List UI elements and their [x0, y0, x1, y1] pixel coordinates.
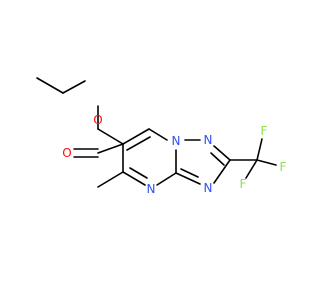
bond-c5-n4-inner: [129, 167, 148, 179]
atom-fluorine-2: F: [280, 160, 287, 174]
atom-n-pyrimidine: N: [147, 182, 156, 196]
atom-fluorine-1: F: [261, 124, 268, 138]
bond-c2-n3: [213, 159, 231, 184]
bond-cf3-f2: [256, 159, 277, 166]
atom-o-carbonyl: O: [62, 146, 71, 160]
bond-cf3-f1: [256, 138, 263, 161]
atom-n-lower: N: [204, 181, 213, 195]
bond-n4-c3a: [156, 172, 177, 186]
bond-ethyl-ch2-o: [62, 80, 86, 94]
bond-c6-c7: [122, 128, 150, 145]
bond-n1-c2: [213, 145, 231, 161]
atom-n-top: N: [204, 133, 213, 147]
bond-n3-c3a-inner: [180, 168, 199, 178]
bond-c7-n8: [148, 128, 168, 141]
bond-ethyl-ch3-ch2: [36, 77, 64, 94]
bond-c5-methyl: [97, 171, 124, 188]
bond-carbonyl-ring: [97, 143, 124, 154]
bond-cf3-f3: [245, 159, 258, 179]
atom-o-ester: O: [93, 113, 102, 127]
bond-c5-n4: [122, 171, 146, 186]
atom-n-bridge: N: [172, 134, 181, 148]
bond-n3-c3a: [175, 172, 201, 185]
bond-c6-c7-inner: [126, 136, 151, 151]
molecule-structure: O O N N N N F F F: [36, 77, 287, 196]
bond-n1-c2-inner: [210, 152, 225, 166]
bond-o-carbonyl: [97, 128, 124, 145]
atom-fluorine-3: F: [240, 177, 247, 191]
